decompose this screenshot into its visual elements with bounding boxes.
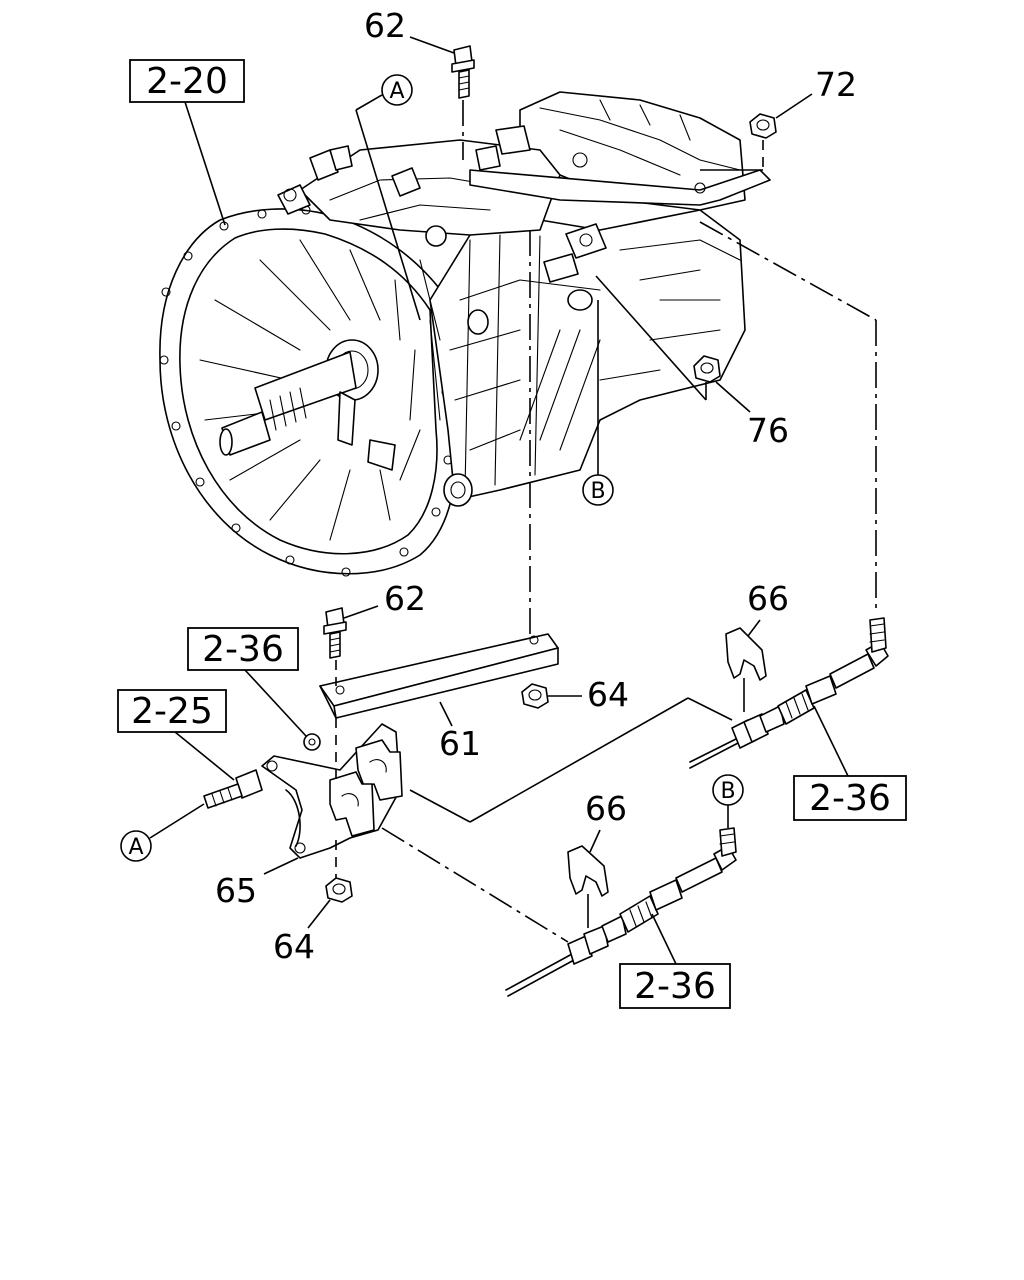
part-64-mid-label: 64 — [587, 675, 629, 714]
marker-a-left: A — [120, 803, 205, 862]
bracket-61: 61 — [319, 633, 559, 763]
nut-76: 76 — [595, 275, 789, 450]
part-66-right-label: 66 — [747, 579, 789, 618]
marker-a-top-label: A — [389, 79, 404, 104]
ref-callout-2-36-bottom: 2-36 — [619, 913, 731, 1009]
marker-b-mid: B — [582, 300, 614, 506]
cable-right — [409, 617, 889, 823]
ref-label-2-36-right: 2-36 — [809, 778, 891, 819]
ref-label-2-25: 2-25 — [131, 691, 213, 732]
marker-b-right-label: B — [720, 779, 735, 804]
stud-bolt — [203, 769, 263, 809]
part-62-mid-label: 62 — [384, 579, 426, 618]
part-61-label: 61 — [439, 724, 481, 763]
cable-bottom — [381, 827, 737, 997]
clip-66-bottom: 66 — [567, 789, 627, 928]
part-72-label: 72 — [815, 65, 857, 104]
case-ribs — [419, 234, 741, 491]
ref-label-2-36-bottom: 2-36 — [634, 966, 716, 1007]
bolt-62-mid: 62 — [323, 579, 426, 686]
nut-64-mid: 64 — [521, 675, 629, 714]
ref-callout-2-36-left: 2-36 — [187, 627, 321, 751]
ref-callout-2-20: 2-20 — [129, 59, 245, 226]
transmission-assembly — [159, 91, 771, 577]
top-connectors — [277, 125, 607, 283]
part-66-bottom-label: 66 — [585, 789, 627, 828]
bracket-65: 65 — [215, 718, 403, 910]
ref-label-2-36-left: 2-36 — [202, 629, 284, 670]
part-64-bottom-label: 64 — [273, 927, 315, 966]
bolt-62-top: 62 — [364, 6, 475, 160]
ref-callout-2-25: 2-25 — [117, 689, 235, 781]
input-shaft — [219, 339, 396, 471]
marker-b-right: B — [712, 774, 744, 828]
clip-66-right: 66 — [725, 579, 789, 712]
marker-a-top: A — [355, 74, 421, 321]
part-65-label: 65 — [215, 871, 257, 910]
marker-b-mid-label: B — [590, 479, 605, 504]
ref-label-2-20: 2-20 — [146, 61, 228, 102]
part-76-label: 76 — [747, 411, 789, 450]
nut-64-bottom: 64 — [273, 877, 353, 966]
marker-a-left-label: A — [128, 835, 143, 860]
part-62-top-label: 62 — [364, 6, 406, 45]
nut-72: 72 — [700, 65, 857, 171]
ref-callout-2-36-right: 2-36 — [793, 705, 907, 821]
bell-housing-ribs — [199, 239, 421, 541]
